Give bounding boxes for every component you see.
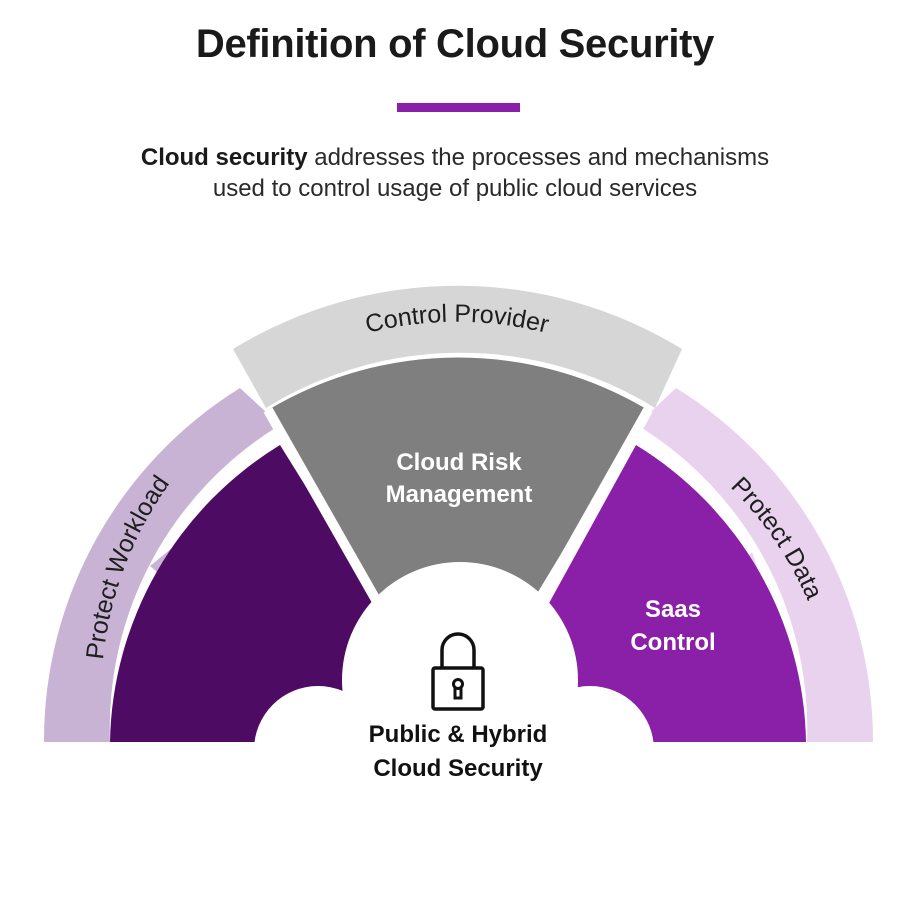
label-saas-line1: Saas xyxy=(645,596,701,623)
page-subtitle: Cloud security addresses the processes a… xyxy=(0,142,910,204)
subtitle-bold-term: Cloud security xyxy=(140,144,308,171)
center-cloud xyxy=(254,562,654,902)
outer-segment-protect-data xyxy=(637,388,874,742)
segment-cloud-risk-management xyxy=(268,357,648,625)
segment-saas-control xyxy=(537,445,806,742)
subtitle-line1: addresses the processes and mechanisms xyxy=(307,144,770,171)
label-center-line2: Cloud Security xyxy=(373,755,543,782)
separator-left xyxy=(263,407,397,631)
lock-icon xyxy=(431,632,485,711)
segment-workload-inner xyxy=(110,445,392,742)
outer-segment-control-provider xyxy=(233,285,682,408)
separator-right xyxy=(520,407,653,631)
outer-segment-protect-workload xyxy=(43,388,281,742)
title-underline xyxy=(397,103,520,112)
label-cloud-risk-line2: Management xyxy=(386,481,533,508)
label-cloud-risk-line1: Cloud Risk xyxy=(396,449,522,476)
label-saas-line2: Control xyxy=(630,629,715,656)
subtitle-line2: used to control usage of public cloud se… xyxy=(212,175,698,202)
page-title: Definition of Cloud Security xyxy=(195,22,715,66)
label-center-line1: Public & Hybrid xyxy=(369,721,548,748)
